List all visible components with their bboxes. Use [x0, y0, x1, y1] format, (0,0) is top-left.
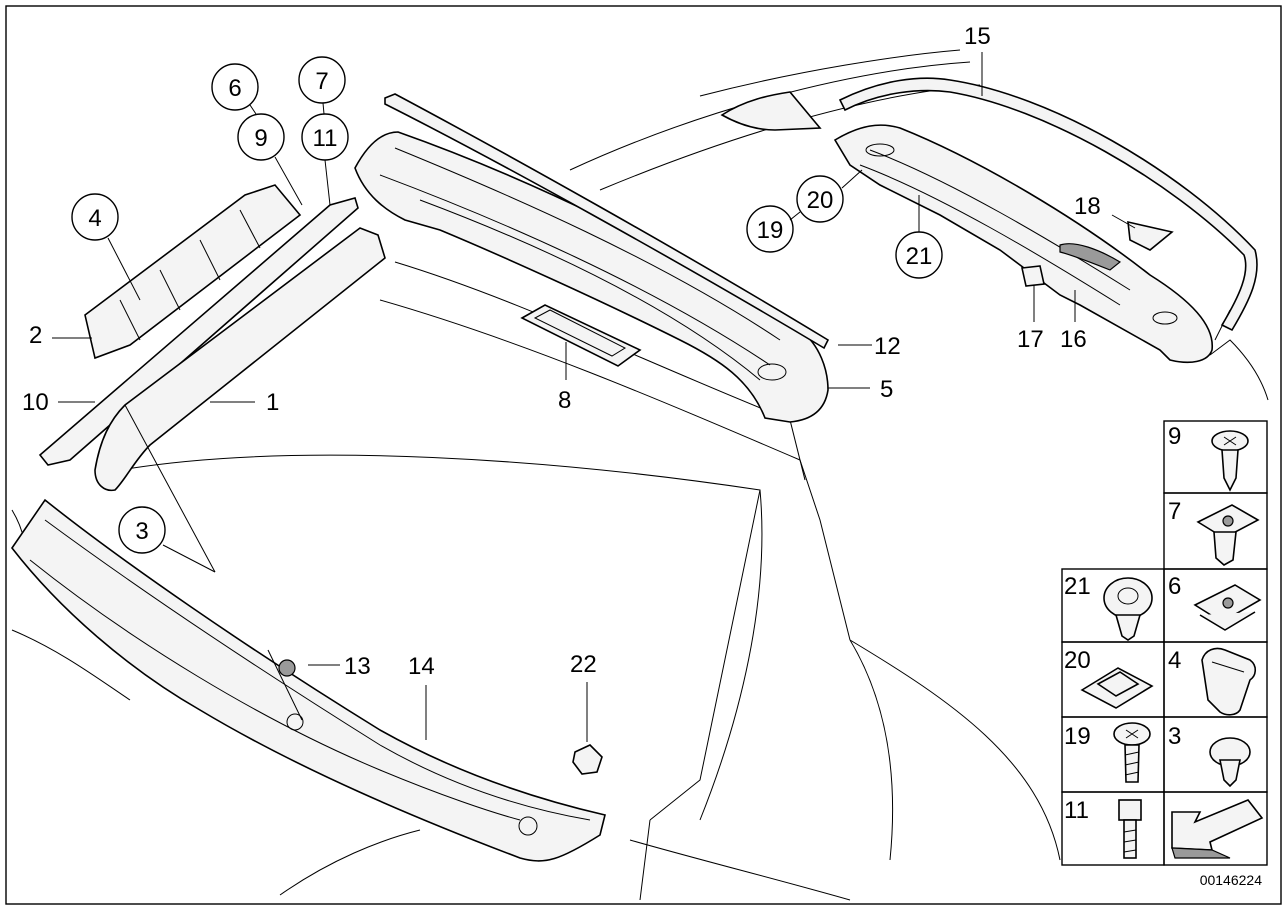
part-18-seal-pad [1127, 220, 1174, 251]
callout-17: 17 [1017, 326, 1044, 353]
part-8-lamp-frame [520, 304, 642, 367]
part-17-clip [1021, 265, 1045, 287]
part-16-rear-cover [833, 124, 1213, 364]
part-13-nut [278, 659, 296, 677]
callout-8: 8 [558, 387, 571, 414]
expansion-rivet-icon [1103, 577, 1153, 641]
callout-7: 7 [315, 68, 328, 95]
callout-16: 16 [1060, 326, 1087, 353]
part-1-pillar-trim [94, 227, 386, 492]
car-body-outline [11, 49, 1269, 901]
legend-label-4: 4 [1168, 647, 1181, 674]
callout-9: 9 [254, 125, 267, 152]
diagram-frame [5, 5, 1282, 905]
grommet-icon [1201, 647, 1257, 716]
pan-screw-icon [1113, 722, 1151, 783]
callout-22: 22 [570, 651, 597, 678]
callout-circles [71, 56, 943, 554]
screw-icon [1211, 430, 1249, 492]
legend-label-20: 20 [1064, 647, 1091, 674]
part-5-front-cover [354, 131, 829, 423]
callout-18: 18 [1074, 193, 1101, 220]
part-14-cowl-panel [11, 498, 606, 862]
callout-10: 10 [22, 389, 49, 416]
speed-nut-icon [1080, 667, 1154, 709]
callout-14: 14 [408, 653, 435, 680]
legend-label-21: 21 [1064, 573, 1091, 600]
legend-label-6: 6 [1168, 573, 1181, 600]
legend-label-9: 9 [1168, 423, 1181, 450]
legend-label-3: 3 [1168, 723, 1181, 750]
direction-arrow-icon [1171, 799, 1264, 859]
legend-label-11: 11 [1064, 797, 1089, 824]
push-rivet-icon [1209, 737, 1251, 788]
callout-3: 3 [135, 518, 148, 545]
callout-12: 12 [874, 333, 901, 360]
callout-19: 19 [757, 217, 784, 244]
legend-label-7: 7 [1168, 498, 1181, 525]
part-22-cap [572, 744, 603, 775]
leader-lines [52, 52, 1136, 742]
callout-11: 11 [313, 125, 338, 152]
socket-bolt-icon [1118, 799, 1142, 859]
callout-labels: 1 2 3 4 5 6 7 8 9 10 11 12 13 14 15 16 1… [22, 23, 1101, 680]
callout-21: 21 [906, 243, 933, 270]
hardware-legend: 9 7 21 6 20 4 19 3 11 [1061, 420, 1268, 866]
roof-panel-detail [720, 91, 822, 131]
callout-2: 2 [29, 322, 42, 349]
callout-15: 15 [964, 23, 991, 50]
callout-4: 4 [88, 205, 101, 232]
spring-clip-icon [1193, 584, 1262, 631]
callout-1: 1 [266, 389, 279, 416]
diagram-id: 00146224 [1200, 872, 1263, 888]
legend-label-19: 19 [1064, 723, 1091, 750]
part-12-seal-strip [384, 93, 830, 350]
part-15-roof-seal [838, 77, 1258, 341]
clip-nut-icon [1196, 504, 1260, 566]
callout-13: 13 [344, 653, 371, 680]
parts-4-clip-strip [84, 184, 302, 360]
callout-5: 5 [880, 376, 893, 403]
callout-6: 6 [228, 75, 241, 102]
callout-20: 20 [807, 187, 834, 214]
